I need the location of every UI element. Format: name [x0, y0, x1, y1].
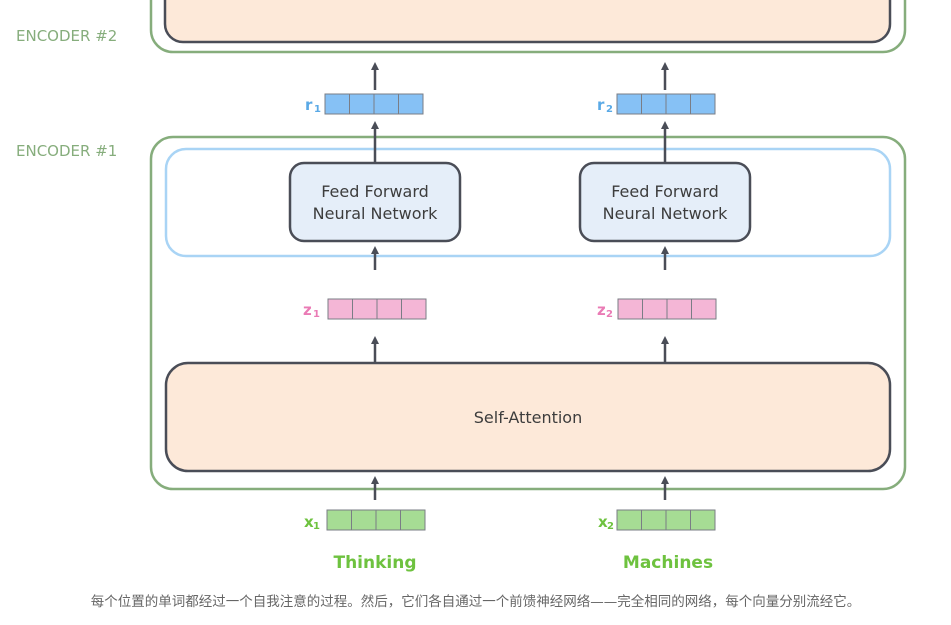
vector-x1-cell — [326, 509, 352, 531]
vector-z2-cell — [666, 298, 692, 320]
ffnn-left-box — [288, 161, 462, 243]
vector-r2: r 2 — [597, 93, 716, 115]
vector-r1-cell — [324, 93, 350, 115]
vector-r1-letter: r — [305, 96, 313, 114]
vector-x1: x 1 — [304, 509, 426, 532]
self-attention-label: Self-Attention — [474, 408, 582, 427]
vector-x2-cell — [616, 509, 642, 531]
ffnn-left-line1: Feed Forward — [321, 182, 429, 201]
vector-x1-sub: 1 — [313, 521, 320, 532]
vector-z2-cell — [691, 298, 717, 320]
vector-r2-letter: r — [597, 96, 605, 114]
vector-x1-letter: x — [304, 513, 314, 531]
vector-x2-cell — [665, 509, 691, 531]
vector-z1-cell — [401, 298, 427, 320]
vector-z2-cell — [617, 298, 643, 320]
vector-r1-cell — [349, 93, 375, 115]
vector-r2-cell — [665, 93, 691, 115]
vector-x1-cell — [375, 509, 401, 531]
vector-z2-sub: 2 — [606, 309, 613, 320]
vector-z1-cell — [352, 298, 378, 320]
vector-x2-cell — [641, 509, 667, 531]
vector-z1-sub: 1 — [313, 309, 320, 320]
vector-r1-cell — [398, 93, 424, 115]
vector-x1-cell — [351, 509, 377, 531]
vector-r2-cell — [690, 93, 716, 115]
ffnn-right-line1: Feed Forward — [611, 182, 719, 201]
vector-x2: x 2 — [598, 509, 716, 532]
vector-r2-cell — [616, 93, 642, 115]
vector-z1-cell — [376, 298, 402, 320]
word-machines: Machines — [623, 553, 713, 573]
self-attention-box — [164, 361, 892, 473]
encoder2-inner-box — [163, 0, 892, 44]
vector-z2-letter: z — [597, 301, 606, 319]
encoder-diagram: ENCODER #2 ENCODER #1 Feed Forward Neura… — [16, 0, 907, 573]
vector-z2-cell — [642, 298, 668, 320]
vector-z1-cell — [327, 298, 353, 320]
ffnn-right-line2: Neural Network — [603, 204, 728, 223]
vector-x2-letter: x — [598, 513, 608, 531]
vector-r2-sub: 2 — [606, 104, 613, 115]
encoder1-label: ENCODER #1 — [16, 142, 117, 160]
vector-x2-sub: 2 — [607, 521, 614, 532]
vector-z2: z 2 — [597, 298, 717, 320]
vector-r1-sub: 1 — [314, 104, 321, 115]
ffnn-right-box — [578, 161, 752, 243]
word-thinking: Thinking — [333, 553, 416, 573]
ffnn-group-box — [164, 147, 892, 258]
encoder2-label: ENCODER #2 — [16, 27, 117, 45]
vector-r1: r 1 — [305, 93, 424, 115]
vector-r1-cell — [373, 93, 399, 115]
figure-caption: 每个位置的单词都经过一个自我注意的过程。然后，它们各自通过一个前馈神经网络——完… — [90, 594, 861, 610]
vector-r2-cell — [641, 93, 667, 115]
vector-z1-letter: z — [303, 301, 312, 319]
ffnn-left-line2: Neural Network — [313, 204, 438, 223]
vector-z1: z 1 — [303, 298, 427, 320]
vector-x2-cell — [690, 509, 716, 531]
vector-x1-cell — [400, 509, 426, 531]
